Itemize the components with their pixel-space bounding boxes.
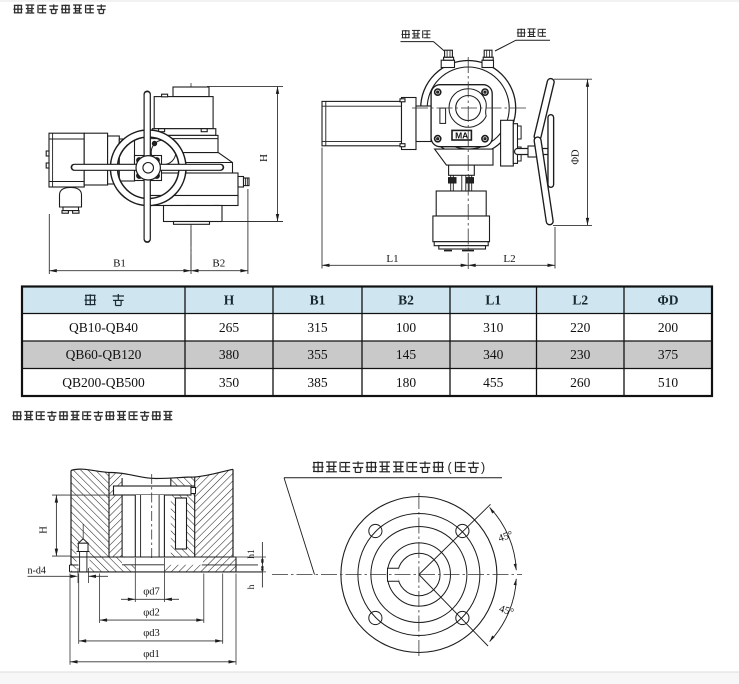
svg-text:380: 380 xyxy=(219,347,240,362)
svg-text:265: 265 xyxy=(219,320,240,335)
svg-text:φd1: φd1 xyxy=(143,649,160,660)
svg-text:45°: 45° xyxy=(497,530,514,545)
svg-text:(: ( xyxy=(448,461,453,475)
svg-text:340: 340 xyxy=(483,347,504,362)
svg-text:QB10-QB40: QB10-QB40 xyxy=(69,320,138,335)
svg-text:h: h xyxy=(247,584,257,589)
svg-text:315: 315 xyxy=(307,320,328,335)
svg-text:h1: h1 xyxy=(247,549,257,559)
svg-text:145: 145 xyxy=(396,347,417,362)
svg-text:H: H xyxy=(258,154,270,162)
svg-text:B2: B2 xyxy=(212,258,225,270)
svg-text:200: 200 xyxy=(658,320,679,335)
svg-text:φd3: φd3 xyxy=(143,628,160,639)
svg-text:100: 100 xyxy=(396,320,417,335)
svg-text:QB60-QB120: QB60-QB120 xyxy=(66,347,142,362)
svg-text:B1: B1 xyxy=(113,258,126,270)
svg-text:QB200-QB500: QB200-QB500 xyxy=(62,375,145,390)
svg-text:45°: 45° xyxy=(498,604,515,619)
svg-text:455: 455 xyxy=(483,375,504,390)
svg-text:B1: B1 xyxy=(310,293,326,308)
svg-text:MA: MA xyxy=(455,130,468,140)
svg-text:510: 510 xyxy=(658,375,679,390)
svg-text:φd7: φd7 xyxy=(143,587,160,598)
svg-text:B2: B2 xyxy=(398,293,414,308)
svg-text:355: 355 xyxy=(307,347,328,362)
svg-text:230: 230 xyxy=(570,347,591,362)
svg-text:385: 385 xyxy=(307,375,328,390)
svg-text:350: 350 xyxy=(219,375,240,390)
svg-text:180: 180 xyxy=(396,375,417,390)
svg-text:H: H xyxy=(39,526,50,534)
svg-text:L1: L1 xyxy=(386,253,398,265)
svg-text:n-d4: n-d4 xyxy=(28,566,46,577)
svg-text:ΦD: ΦD xyxy=(658,293,679,308)
svg-text:L1: L1 xyxy=(485,293,501,308)
svg-text:310: 310 xyxy=(483,320,504,335)
svg-text:260: 260 xyxy=(570,375,591,390)
svg-text:220: 220 xyxy=(570,320,591,335)
svg-text:L2: L2 xyxy=(572,293,588,308)
svg-text:H: H xyxy=(224,293,235,308)
svg-text:375: 375 xyxy=(658,347,679,362)
svg-text:ΦD: ΦD xyxy=(571,149,582,165)
svg-text:): ) xyxy=(481,461,485,475)
svg-text:φd2: φd2 xyxy=(143,607,160,618)
svg-text:L2: L2 xyxy=(503,253,515,265)
